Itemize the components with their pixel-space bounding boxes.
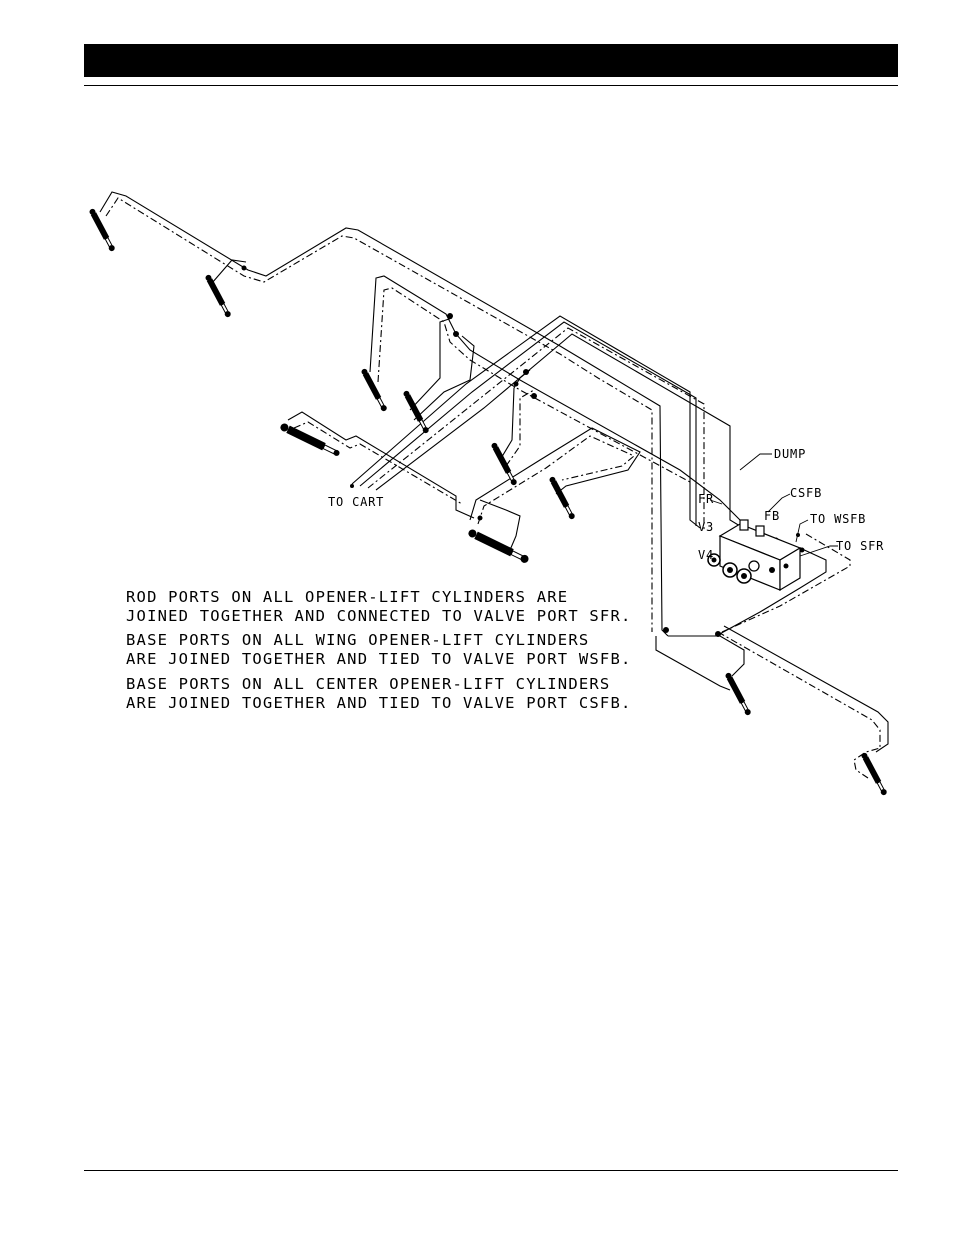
- note-3-line-2: ARE JOINED TOGETHER AND TIED TO VALVE PO…: [126, 694, 632, 712]
- label-to-sfr: TO SFR: [836, 539, 884, 553]
- hose-lower-loop-d: [477, 435, 636, 525]
- hose-left-lower-d: [293, 421, 463, 505]
- label-to-wsfb: TO WSFB: [810, 512, 866, 526]
- cylinder-right-wing-2: [861, 752, 887, 796]
- leader-csfb: [767, 493, 791, 513]
- label-fb: FB: [764, 509, 780, 523]
- hose-cart-1: [351, 315, 701, 529]
- fittings: [241, 265, 805, 637]
- label-v3: V3: [698, 520, 714, 534]
- hose-wsfb-return: [721, 533, 851, 633]
- valve-block: [707, 519, 802, 592]
- hose-center-c: [409, 317, 453, 411]
- cylinder-horizontal-lower: [468, 529, 529, 563]
- hose-lower-cyl-feed: [479, 499, 521, 551]
- cylinder-center-2: [403, 390, 429, 434]
- hose-left-lower: [287, 411, 475, 519]
- hose-center-e: [499, 369, 531, 461]
- label-v4: V4: [698, 548, 714, 562]
- hose-cart-2: [359, 321, 697, 526]
- valve-port-fb: [739, 519, 749, 531]
- leader-fr: [709, 499, 723, 505]
- label-csfb: CSFB: [790, 486, 822, 500]
- note-3-line-1: BASE PORTS ON ALL CENTER OPENER-LIFT CYL…: [126, 675, 610, 693]
- hose-center-d: [413, 335, 475, 421]
- leader-sfr: [799, 545, 838, 557]
- hose-right-wing-c: [723, 625, 889, 753]
- hose-left-wing-base: [105, 197, 653, 632]
- hose-center-a: [369, 275, 741, 521]
- cylinder-center-1: [361, 368, 387, 412]
- valve-cartridge-3: [736, 568, 752, 584]
- hose-network: [99, 191, 889, 779]
- hose-right-wing-b: [717, 631, 881, 779]
- note-2-line-2: ARE JOINED TOGETHER AND TIED TO VALVE PO…: [126, 650, 632, 668]
- label-to-cart: TO CART: [328, 495, 384, 509]
- cylinder-center-3: [491, 442, 517, 486]
- cylinder-left-wing-1: [89, 208, 115, 252]
- leader-dump: [739, 453, 772, 471]
- valve-port-v3: [755, 525, 765, 537]
- hose-dump: [375, 333, 741, 527]
- note-1-line-1: ROD PORTS ON ALL OPENER-LIFT CYLINDERS A…: [126, 588, 568, 606]
- note-1-line-2: JOINED TOGETHER AND CONNECTED TO VALVE P…: [126, 607, 632, 625]
- hose-left-wing-branch: [211, 259, 247, 284]
- footer-rule: [84, 1170, 898, 1171]
- notes-block: ROD PORTS ON ALL OPENER-LIFT CYLINDERS A…: [126, 588, 632, 712]
- hose-sfr-return: [715, 547, 827, 637]
- valve-cartridge-2: [722, 562, 738, 578]
- hose-right-wing-d: [655, 636, 731, 691]
- hose-cart-3: [367, 327, 705, 530]
- valve-cartridge-4: [748, 560, 760, 572]
- header-bar: [84, 44, 898, 77]
- hose-lower-loop: [469, 427, 641, 521]
- cylinder-horizontal-left: [280, 423, 340, 456]
- note-2-line-1: BASE PORTS ON ALL WING OPENER-LIFT CYLIN…: [126, 631, 589, 649]
- cylinder-right-wing-1: [725, 672, 751, 716]
- leader-wsfb: [795, 519, 809, 543]
- header-rule: [84, 85, 898, 86]
- label-dump: DUMP: [774, 447, 806, 461]
- hose-center-f: [505, 389, 535, 467]
- cylinder-left-wing-2: [205, 274, 231, 318]
- valve-cartridge-1: [707, 553, 721, 567]
- cylinders: [89, 208, 887, 796]
- hose-left-wing-rod: [99, 191, 669, 637]
- label-fr: FR: [698, 492, 714, 506]
- cylinder-center-4: [549, 476, 575, 520]
- hose-right-wing-a: [668, 635, 745, 677]
